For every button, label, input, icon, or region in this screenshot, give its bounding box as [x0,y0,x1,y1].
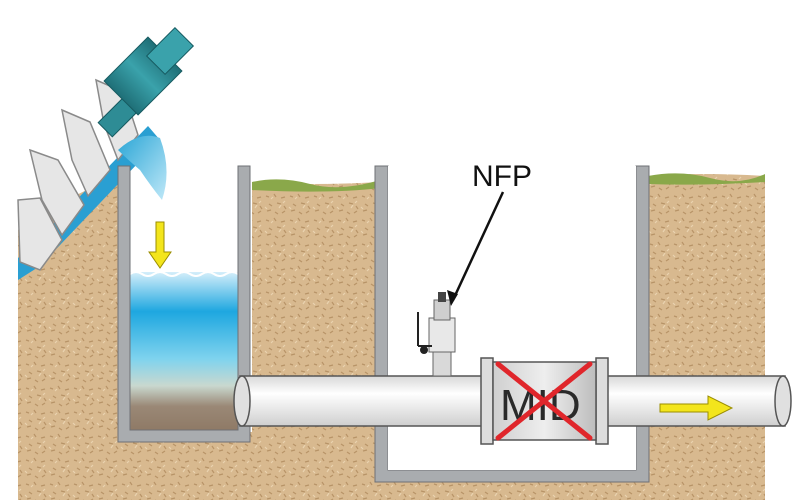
inlet-tank [117,165,251,443]
nfp-sensor-body [428,317,456,353]
pipe-inlet-opening [233,375,251,427]
grass-strip-right [648,173,765,185]
nfp-sensor-stem [432,349,452,377]
arrow-right-icon [659,395,734,421]
grass-strip-middle [252,179,380,192]
arrow-down-icon [148,221,172,269]
nfp-sensor-cap [438,292,446,302]
meter-flange-right [595,357,609,445]
nfp-pointer-head [447,290,458,306]
pipe-outlet-opening [774,375,792,427]
nfp-valve-handle [417,312,432,347]
meter-flange-left [480,357,494,445]
water-surface [129,271,239,277]
water-discharge-jet [118,135,167,200]
nfp-sensor [417,292,456,377]
screw-conveyor [17,26,195,280]
inlet-tank-water [130,272,238,430]
nfp-pointer-line [451,191,505,301]
nfp-label: NFP [472,160,532,193]
motor-cap [145,26,195,76]
nfp-sensor-top [433,299,451,321]
nfp-valve-knob [420,346,428,354]
cross-icon [495,361,593,441]
mid-flow-meter: MID [480,357,609,445]
inlet-tank-wall [117,165,251,443]
